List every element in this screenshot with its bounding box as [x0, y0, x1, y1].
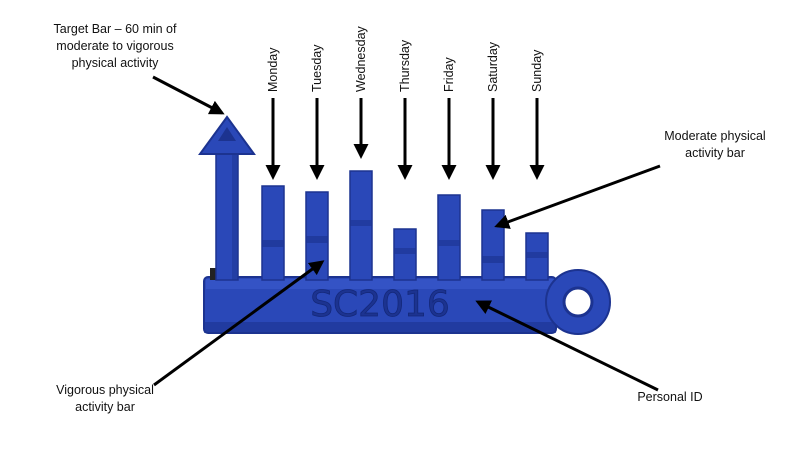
vigorous-bar-label-line-2: activity bar	[75, 400, 135, 414]
moderate-bar-arrow	[494, 164, 661, 229]
day-bars	[261, 170, 549, 281]
day-label-monday: Monday	[266, 47, 280, 92]
vigorous-bar-arrow	[153, 260, 325, 387]
bar-tuesday	[305, 191, 329, 281]
bar-saturday	[481, 209, 505, 281]
keyring-loop	[545, 269, 611, 335]
target-bar	[198, 115, 256, 281]
moderate-bar-label-line-2: activity bar	[685, 146, 745, 160]
personal-id-text: SC2016	[310, 284, 450, 325]
target-bar-label: Target Bar – 60 min of moderate to vigor…	[20, 21, 210, 72]
day-label-friday: Friday	[442, 57, 456, 92]
bar-friday	[437, 194, 461, 281]
day-arrows	[265, 98, 545, 180]
day-label-thursday: Thursday	[398, 39, 412, 92]
target-bar-arrow	[152, 75, 225, 115]
day-label-sunday: Sunday	[530, 49, 544, 92]
day-label-saturday: Saturday	[486, 41, 500, 92]
day-label-wednesday: Wednesday	[354, 26, 368, 92]
vigorous-bar-label-line-1: Vigorous physical	[56, 383, 154, 397]
vigorous-bar-label: Vigorous physical activity bar	[25, 382, 185, 416]
moderate-bar-label-line-1: Moderate physical	[664, 129, 766, 143]
moderate-bar-label: Moderate physical activity bar	[640, 128, 790, 162]
bar-thursday	[393, 228, 417, 281]
bar-monday	[261, 185, 285, 281]
bar-wednesday	[349, 170, 373, 281]
bar-sunday	[525, 232, 549, 281]
personal-id-label: Personal ID	[637, 390, 703, 404]
day-label-tuesday: Tuesday	[310, 44, 324, 92]
personal-id-arrow	[475, 300, 659, 392]
target-bar-label-line-1: Target Bar – 60 min of	[53, 22, 177, 36]
target-bar-label-line-2: moderate to vigorous	[56, 39, 174, 53]
target-bar-label-line-3: physical activity	[71, 56, 159, 70]
